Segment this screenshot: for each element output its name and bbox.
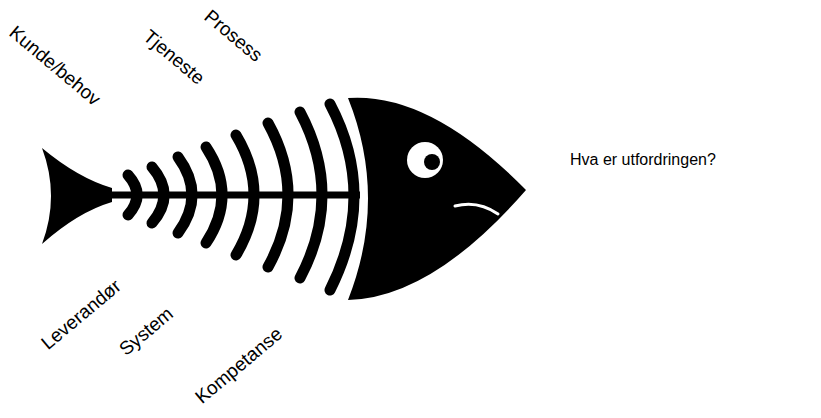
category-label: Leverandør [37,275,125,354]
category-label: Prosess [200,6,267,67]
fish-pupil [424,154,440,170]
fish-head [348,98,526,300]
category-label: Kunde/behov [5,22,105,111]
fish-eye [407,142,443,178]
category-label: Tjeneste [139,26,209,90]
fish-mouth [455,204,498,214]
category-label: Kompetanse [191,323,287,408]
category-label: System [115,303,178,360]
effect-label: Hva er utfordringen? [570,151,716,169]
fish-ribs [128,104,354,290]
